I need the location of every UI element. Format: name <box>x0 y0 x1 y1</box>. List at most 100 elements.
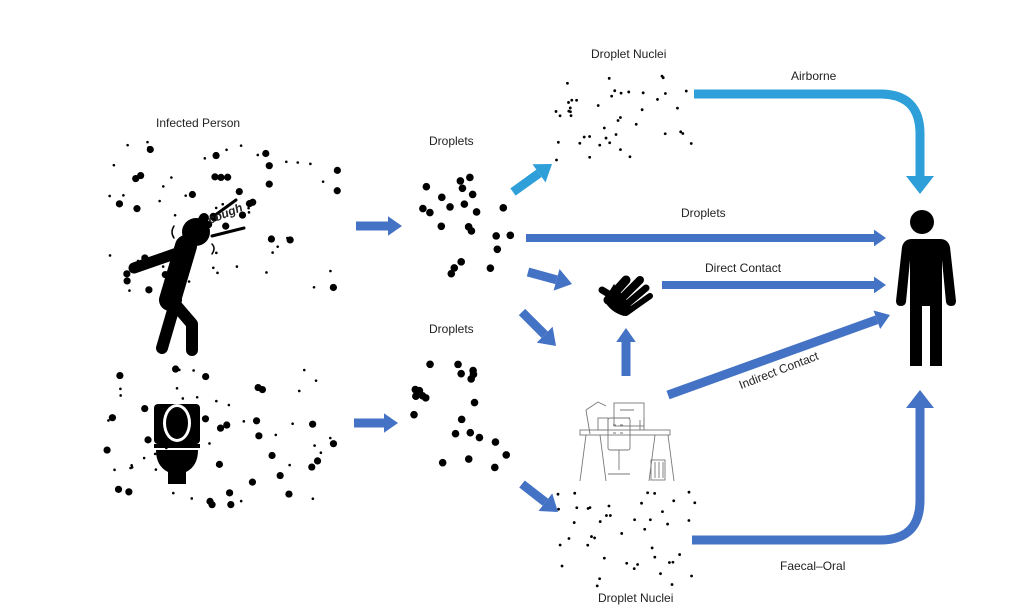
particle <box>684 89 688 93</box>
particle <box>490 463 499 472</box>
route-label-direct-contact: Direct Contact <box>705 261 782 275</box>
particle <box>202 372 210 381</box>
particle <box>223 421 231 429</box>
particle <box>648 518 652 522</box>
particle <box>634 122 638 126</box>
particle <box>619 116 622 119</box>
particle <box>588 155 592 159</box>
particle <box>133 205 141 213</box>
particle <box>619 148 622 152</box>
particle-cloud-toilet <box>103 365 338 509</box>
arrow-droplets-to-nuclei-head <box>532 164 552 183</box>
particle <box>493 245 502 254</box>
particle <box>108 194 111 198</box>
particle <box>454 360 462 369</box>
route-arrow-faecal-oral <box>692 408 925 545</box>
route-label-airborne: Airborne <box>791 69 837 83</box>
particle <box>329 269 332 273</box>
particle <box>235 265 239 268</box>
particle <box>137 171 145 180</box>
particle <box>450 264 459 272</box>
particle <box>265 180 273 188</box>
particle <box>640 108 644 112</box>
particle <box>653 491 657 495</box>
particle <box>235 187 243 196</box>
particle <box>619 91 623 95</box>
particle <box>616 119 620 122</box>
particle <box>309 420 317 428</box>
route-arrow-airborne <box>694 89 925 176</box>
route-arrow-faecal-oral-head <box>906 390 934 408</box>
particle <box>556 492 560 496</box>
particle <box>208 501 216 509</box>
particle <box>195 395 199 399</box>
particle <box>689 142 693 145</box>
particle <box>447 269 456 278</box>
particle <box>154 468 158 471</box>
particle <box>108 254 112 257</box>
particle <box>203 157 207 160</box>
route-label-droplets: Droplets <box>681 206 726 220</box>
particle <box>582 135 586 139</box>
particle <box>650 546 654 550</box>
particle <box>438 193 446 202</box>
particle <box>586 543 590 547</box>
particle <box>464 455 473 463</box>
particle <box>554 110 558 113</box>
arrow-toilet-to-droplets-head <box>384 413 398 433</box>
arrow-droplets-to-workspace-head <box>536 326 556 346</box>
particle <box>122 194 125 197</box>
particle <box>687 519 691 522</box>
particle <box>460 200 469 208</box>
particle <box>172 491 175 495</box>
droplets-upper-cloud <box>419 173 515 278</box>
particle <box>620 532 624 535</box>
particle <box>224 173 232 181</box>
arrow-infected-to-droplets-head <box>388 216 402 236</box>
particle <box>221 202 225 206</box>
particle <box>255 432 263 440</box>
particle <box>271 251 274 254</box>
arrow-droplets-to-nuclei <box>510 169 542 196</box>
particle <box>321 180 325 183</box>
particle <box>214 206 218 210</box>
particle <box>588 506 592 510</box>
particle <box>216 271 219 275</box>
particle <box>502 451 511 459</box>
particle <box>421 394 430 402</box>
particle <box>598 520 602 523</box>
particle <box>227 500 235 509</box>
route-arrow-airborne-head <box>906 176 934 194</box>
particle <box>175 387 179 390</box>
particle <box>145 286 153 294</box>
particle <box>313 457 322 465</box>
particle <box>309 162 312 166</box>
route-arrow-indirect-contact <box>666 315 879 400</box>
particle <box>610 94 614 98</box>
particle <box>123 277 131 285</box>
particle <box>506 231 515 240</box>
particle <box>627 90 631 94</box>
particle <box>636 563 639 566</box>
particle <box>212 151 220 160</box>
particle <box>256 153 260 157</box>
coughing-person-icon <box>128 198 246 356</box>
particle <box>557 507 560 511</box>
particle <box>302 368 306 372</box>
particle <box>426 208 434 217</box>
particle <box>678 553 682 556</box>
particle <box>608 141 612 145</box>
particle <box>573 491 577 495</box>
particle <box>613 89 617 93</box>
particle <box>410 410 418 419</box>
droplet-nuclei-lower-cloud <box>556 490 697 588</box>
particle <box>201 415 210 423</box>
particle <box>608 514 612 517</box>
particle <box>628 155 632 159</box>
particle <box>663 92 667 95</box>
particle <box>314 379 318 382</box>
particle <box>107 419 110 422</box>
particle <box>187 280 191 283</box>
particle <box>142 456 146 460</box>
